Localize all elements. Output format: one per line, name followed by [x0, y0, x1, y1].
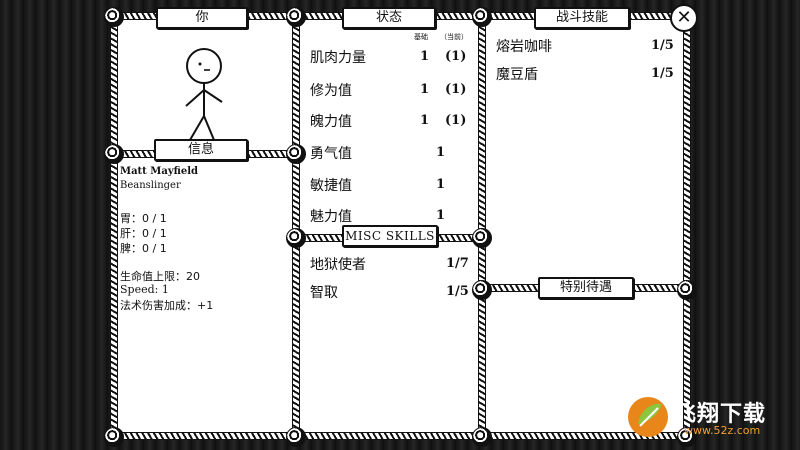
knot [677, 280, 697, 300]
close-button[interactable]: ✕ [670, 4, 698, 32]
spell-bonus: 法术伤害加成：+1 [120, 299, 214, 312]
perks-tab: 特别待遇 [538, 277, 634, 299]
combat-skill-value: 1/5 [651, 38, 674, 53]
knot [472, 7, 492, 27]
knot [472, 427, 492, 447]
stat-base: 1 [420, 49, 430, 64]
rope-right [683, 12, 691, 438]
stats-header-base: 基础 [414, 33, 428, 41]
hp-max: 生命值上限：20 [120, 270, 200, 283]
knot [104, 7, 124, 27]
knot [286, 427, 306, 447]
misc-skill-value: 1/5 [446, 284, 469, 299]
close-icon: ✕ [676, 7, 692, 28]
watermark-logo: 飞翔下载 www.52z.com [626, 392, 791, 442]
misc-skill-label: 智取 [310, 285, 338, 301]
stat-current: (1) [445, 82, 467, 97]
knot [677, 427, 697, 447]
knot [286, 228, 306, 248]
combat-skill-label: 熔岩咖啡 [496, 39, 552, 55]
knot [472, 228, 492, 248]
character-name: Matt Mayfield [120, 166, 199, 177]
stats-tab: 状态 [342, 7, 436, 29]
stat-base: 1 [420, 82, 430, 97]
stat-label: 魅力值 [310, 209, 352, 225]
watermark-url: www.52z.com [684, 424, 761, 437]
knot [104, 144, 124, 164]
combat-skill-label: 魔豆盾 [496, 67, 538, 83]
rope-bottom [110, 432, 690, 440]
rope-divider-1 [292, 12, 300, 438]
organ-spleen: 脾：0 / 1 [120, 242, 167, 255]
stat-current: (1) [445, 49, 467, 64]
speed: Speed: 1 [120, 283, 169, 296]
knot [286, 144, 306, 164]
knot [104, 427, 124, 447]
knot [286, 7, 306, 27]
organ-liver: 肝：0 / 1 [120, 227, 167, 240]
stats-header-current: （当前） [440, 33, 468, 41]
stat-base: 1 [436, 145, 446, 160]
stat-base: 1 [436, 177, 446, 192]
info-tab: 信息 [154, 139, 248, 161]
combat-skill-value: 1/5 [651, 66, 674, 81]
misc-skill-value: 1/7 [446, 256, 469, 271]
stat-label: 修为值 [310, 83, 352, 99]
stat-base: 1 [436, 208, 446, 223]
combat-skills-tab: 战斗技能 [534, 7, 630, 29]
stat-label: 肌肉力量 [310, 50, 366, 66]
stat-label: 魄力值 [310, 114, 352, 130]
character-class: Beanslinger [120, 180, 181, 191]
rope-divider-2 [478, 12, 486, 438]
watermark-brand: 飞翔下载 [674, 402, 767, 427]
stat-base: 1 [420, 113, 430, 128]
leaf-logo-icon [628, 397, 668, 437]
stat-label: 敏捷值 [310, 178, 352, 194]
misc-skills-tab: MISC SKILLS [342, 225, 438, 247]
rope-left [110, 12, 118, 438]
knot [472, 280, 492, 300]
stick-figure-portrait [185, 48, 223, 141]
organ-stomach: 胃：0 / 1 [120, 212, 167, 225]
misc-skill-label: 地狱使者 [310, 257, 366, 273]
stat-current: (1) [445, 113, 467, 128]
you-tab: 你 [156, 7, 248, 29]
stat-label: 勇气值 [310, 146, 352, 162]
